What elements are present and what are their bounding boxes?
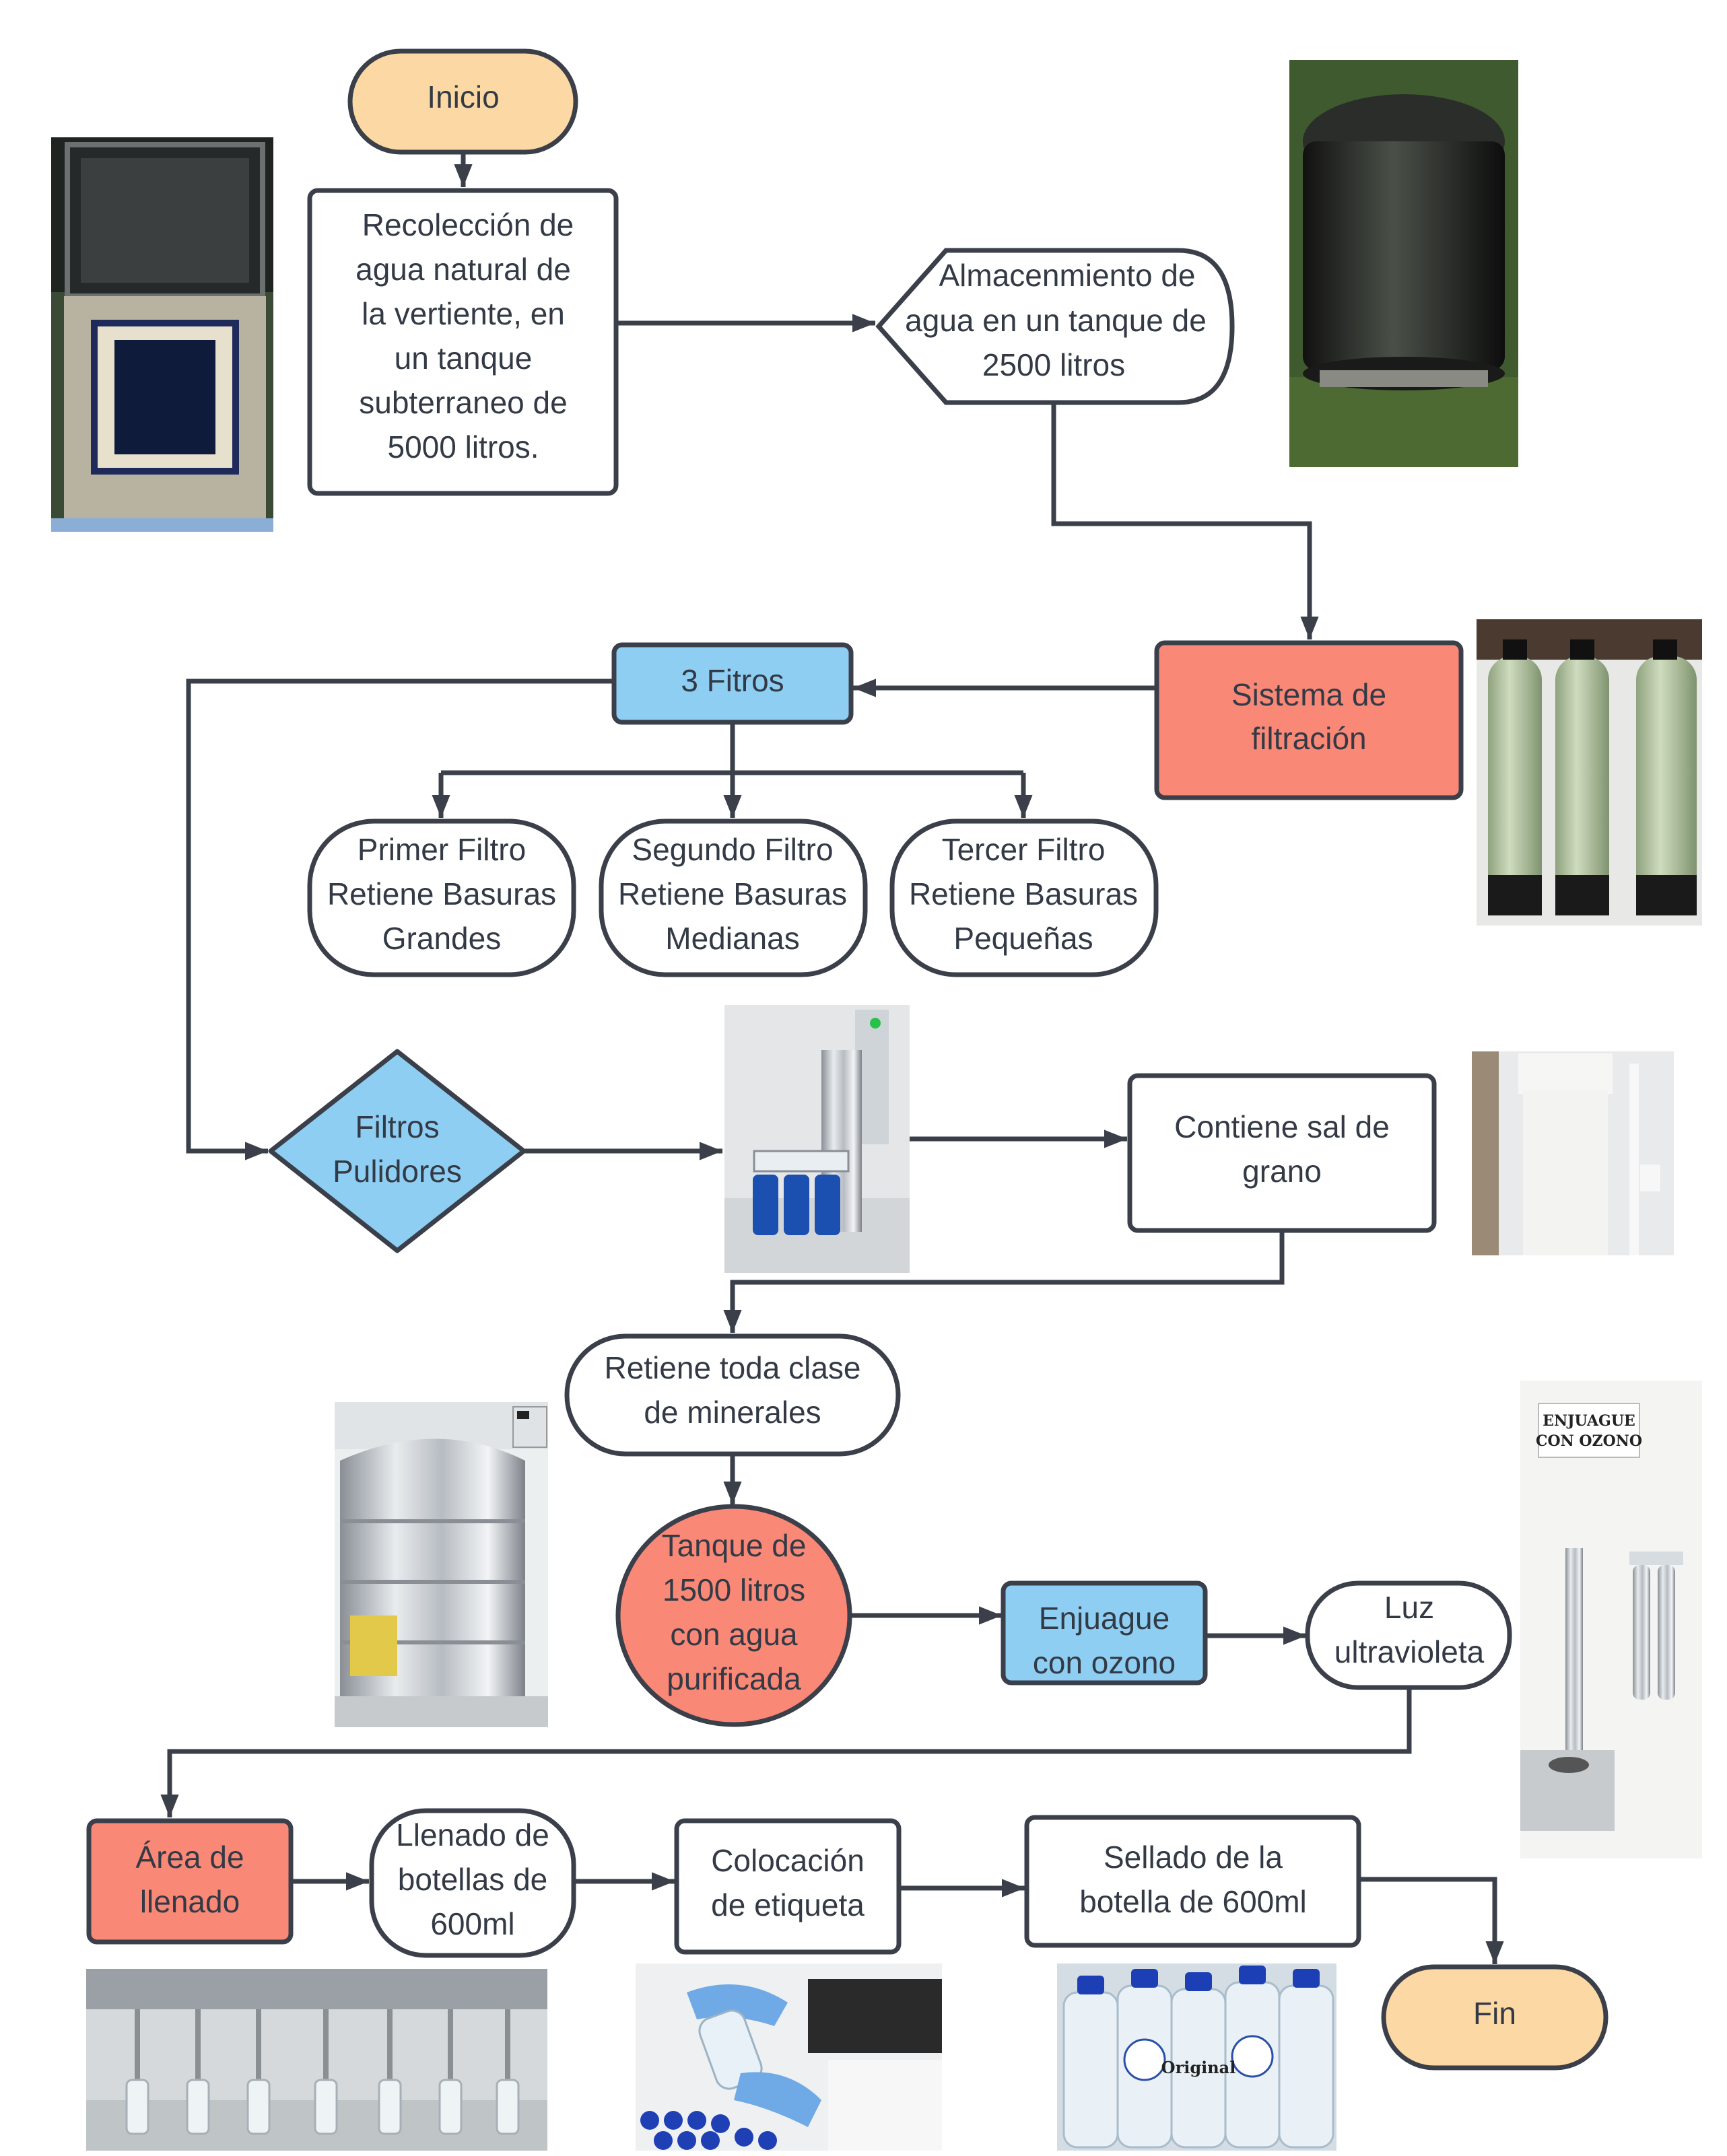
pulidores-line-2: Pulidores — [333, 1154, 462, 1189]
edge-tresfiltros-pulidores — [186, 679, 613, 1160]
almacenamiento-line-3: 2500 litros — [982, 347, 1125, 382]
llenado-line-1: Llenado de — [396, 1817, 549, 1852]
tres-filtros-label: 3 Fitros — [681, 663, 784, 698]
luz-line-2: ultravioleta — [1334, 1634, 1485, 1669]
node-luz-ultravioleta: Luz ultravioleta — [1305, 1580, 1512, 1690]
connectors — [160, 153, 1504, 1964]
stainless-tank-photo — [335, 1402, 548, 1727]
tanque-line-2: 1500 litros — [663, 1572, 805, 1607]
almacenamiento-line-2: agua en un tanque de — [905, 303, 1207, 338]
sealed-bottles-photo: Original — [1057, 1963, 1336, 2151]
minerales-line-2: de minerales — [644, 1395, 821, 1430]
primer-line-3: Grandes — [382, 921, 501, 956]
node-segundo-filtro: Segundo Filtro Retiene Basuras Medianas — [599, 819, 868, 977]
primer-line-1: Primer Filtro — [358, 832, 526, 867]
filling-machine-photo — [86, 1969, 547, 2151]
node-minerales: Retiene toda clase de minerales — [564, 1333, 901, 1457]
node-sistema-filtracion: Sistema de filtración — [1154, 640, 1464, 800]
recoleccion-line-1: Recolección de — [362, 207, 574, 242]
tercer-line-1: Tercer Filtro — [942, 832, 1106, 867]
node-inicio: Inicio — [347, 48, 578, 155]
segundo-line-1: Segundo Filtro — [632, 832, 833, 867]
colocacion-line-2: de etiqueta — [711, 1887, 865, 1922]
segundo-line-3: Medianas — [665, 921, 799, 956]
enjuague-line-1: Enjuague — [1039, 1601, 1170, 1636]
almacenamiento-line-1: Almacenmiento de — [939, 258, 1196, 293]
area-line-2: llenado — [140, 1884, 240, 1919]
node-area-llenado: Área de llenado — [86, 1818, 294, 1945]
black-tank-photo — [1289, 60, 1518, 467]
area-line-1: Área de — [135, 1840, 244, 1875]
node-primer-filtro: Primer Filtro Retiene Basuras Grandes — [307, 819, 576, 977]
node-enjuague-ozono: Enjuague con ozono — [1001, 1580, 1208, 1685]
sellado-line-2: botella de 600ml — [1079, 1884, 1307, 1919]
inicio-label: Inicio — [427, 79, 499, 114]
luz-line-1: Luz — [1384, 1590, 1434, 1625]
tercer-line-3: Pequeñas — [953, 921, 1093, 956]
edge-sal-minerales — [723, 1230, 1285, 1333]
node-sellado: Sellado de la botella de 600ml — [1024, 1815, 1361, 1948]
recoleccion-line-2: agua natural de — [355, 252, 571, 287]
ozone-wall-photo: ENJUAGUE CON OZONO — [1520, 1381, 1702, 1858]
tercer-line-2: Retiene Basuras — [909, 876, 1138, 911]
primer-line-2: Retiene Basuras — [327, 876, 556, 911]
llenado-line-2: botellas de — [398, 1862, 548, 1897]
llenado-line-3: 600ml — [430, 1906, 514, 1941]
node-filtros-pulidores: Filtros Pulidores — [268, 1049, 527, 1253]
node-tres-filtros: 3 Fitros — [611, 642, 854, 725]
fin-label: Fin — [1473, 1996, 1516, 2031]
recoleccion-line-4: un tanque — [395, 341, 533, 376]
labeling-photo — [636, 1963, 942, 2151]
sal-line-1: Contiene sal de — [1174, 1109, 1390, 1144]
bottle-brand-label: Original — [1161, 2058, 1236, 2077]
enjuague-line-2: con ozono — [1033, 1645, 1176, 1680]
node-fin: Fin — [1381, 1964, 1609, 2071]
colocacion-line-1: Colocación — [711, 1843, 865, 1878]
node-tercer-filtro: Tercer Filtro Retiene Basuras Pequeñas — [889, 819, 1159, 977]
tanque-line-3: con agua — [670, 1617, 798, 1652]
recoleccion-line-5: subterraneo de — [359, 385, 567, 420]
recoleccion-line-3: la vertiente, en — [362, 296, 565, 331]
ozono-sign-line2: CON OZONO — [1536, 1432, 1642, 1450]
node-tanque-1500: Tanque de 1500 litros con agua purificad… — [615, 1504, 852, 1727]
salt-container-photo — [1472, 1051, 1674, 1255]
ozono-sign-line1: ENJUAGUE — [1543, 1412, 1635, 1430]
tanque-line-4: purificada — [667, 1661, 801, 1696]
tanque-line-1: Tanque de — [662, 1528, 807, 1563]
edge-almacenamiento-sistema — [1051, 403, 1319, 639]
underground-tank-photo — [51, 137, 273, 532]
sal-line-2: grano — [1242, 1154, 1322, 1189]
sistema-line-2: filtración — [1251, 721, 1366, 756]
segundo-line-2: Retiene Basuras — [618, 876, 847, 911]
edge-luz-area — [160, 1688, 1412, 1817]
edge-sellado-fin — [1359, 1877, 1504, 1964]
filtration-tanks-photo — [1477, 619, 1702, 926]
pulidores-line-1: Filtros — [355, 1109, 439, 1144]
node-sal-grano: Contiene sal de grano — [1127, 1073, 1437, 1233]
sellado-line-1: Sellado de la — [1104, 1840, 1283, 1875]
sistema-line-1: Sistema de — [1231, 677, 1386, 712]
minerales-line-1: Retiene toda clase — [604, 1350, 860, 1385]
node-llenado-botellas: Llenado de botellas de 600ml — [369, 1808, 576, 1958]
recoleccion-line-6: 5000 litros. — [387, 429, 539, 464]
node-recoleccion: Recolección de agua natural de la vertie… — [307, 188, 619, 496]
polisher-machine-photo — [724, 1005, 910, 1273]
node-colocacion-etiqueta: Colocación de etiqueta — [674, 1818, 902, 1955]
node-almacenamiento: Almacenmiento de agua en un tanque de 25… — [875, 248, 1235, 405]
